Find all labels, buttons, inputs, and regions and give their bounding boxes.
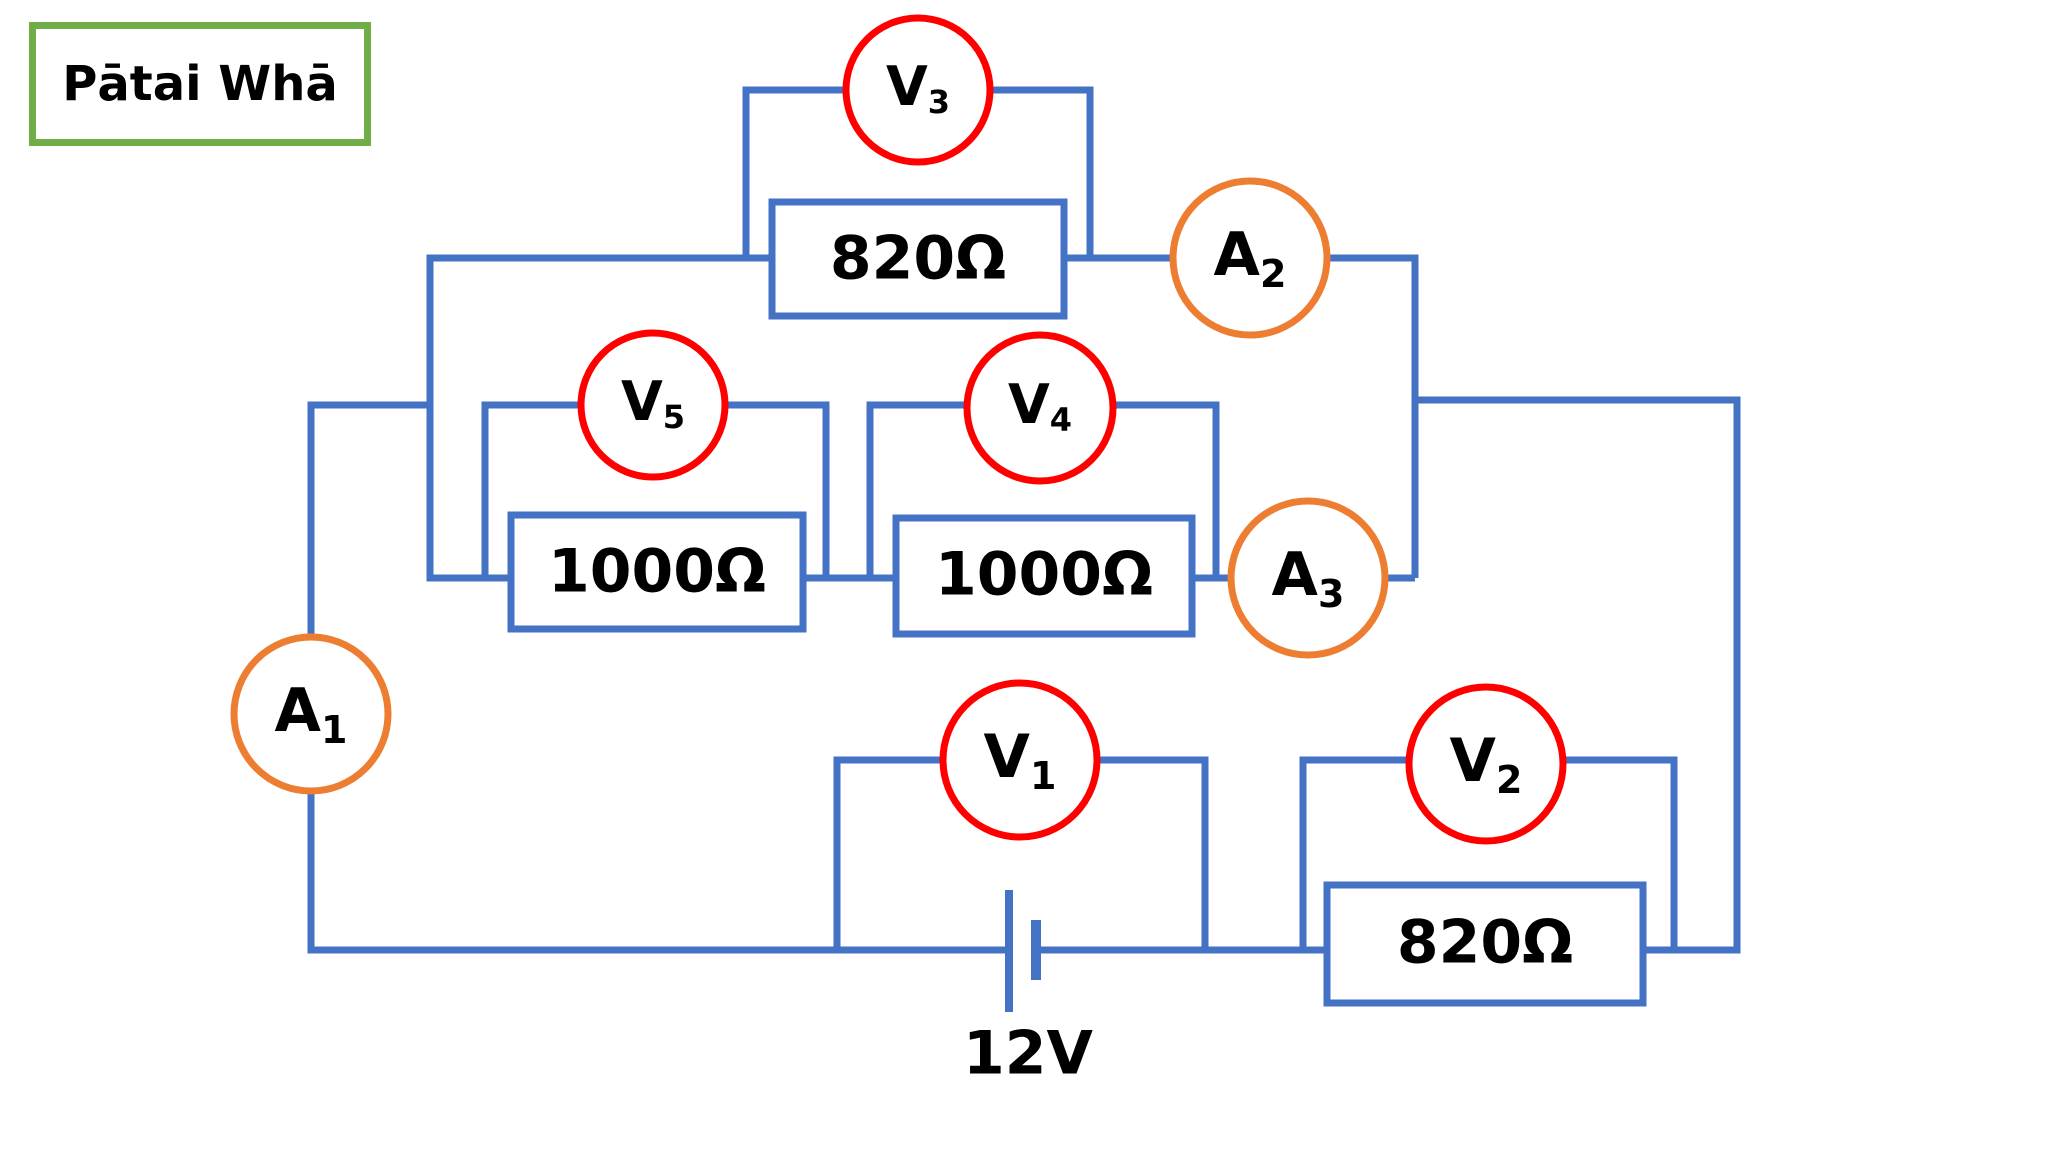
wire-v5-loop-right [726,401,830,578]
voltmeter-v3-label: V3 [886,55,950,121]
title-box: Pātai Whā [29,22,371,146]
ammeter-a2-sub: 2 [1260,252,1286,296]
voltmeter-v4-sub: 4 [1050,401,1072,439]
ammeter-a1: A1 [230,633,392,795]
resistor-mid-left-1000 [507,511,807,633]
voltmeter-v1: V1 [939,679,1101,841]
voltmeter-v3-letter: V [886,55,928,118]
battery-symbol [1005,890,1041,1012]
voltmeters: V3 V5 V4 V1 V2 [577,14,1567,845]
ammeter-a2-letter: A [1214,220,1261,290]
voltmeter-v1-sub: 1 [1030,754,1056,798]
ammeter-a1-letter: A [275,676,322,746]
wire-v1-loop [833,756,941,950]
resistor-mid-right-1000 [892,514,1196,638]
ammeter-a2: A2 [1169,177,1331,339]
ammeter-a2-label: A2 [1214,220,1287,296]
voltmeter-v2-letter: V [1450,726,1497,796]
voltmeter-v5: V5 [577,329,729,481]
ammeter-a3-letter: A [1272,540,1319,610]
ammeter-a3-label: A3 [1272,540,1345,616]
voltmeter-v2: V2 [1405,683,1567,845]
resistor-bottom-820 [1323,881,1647,1007]
ammeter-a2-circle [1169,177,1331,339]
voltmeter-v2-sub: 2 [1496,758,1522,802]
wire-left-upper [307,401,430,714]
resistor-mid-left-label: 1000Ω [548,537,766,607]
ammeter-a3-circle [1227,497,1389,659]
voltmeter-v2-label: V2 [1450,726,1523,802]
voltmeter-v5-circle [577,329,729,481]
voltmeter-v2-circle [1405,683,1567,845]
wire-branch-top-left [426,254,772,405]
resistor-top-820 [768,198,1068,320]
wires [307,86,1741,954]
ammeter-a3-sub: 3 [1318,572,1344,616]
resistor-bottom-label: 820Ω [1397,908,1573,978]
voltmeter-v5-letter: V [621,370,663,433]
voltmeter-v3-circle [842,14,994,166]
wire-v3-loop-right [991,86,1094,258]
voltmeter-v4-circle [963,331,1117,485]
ammeter-a1-label: A1 [275,676,348,752]
voltmeter-v1-circle [939,679,1101,841]
voltmeter-v4: V4 [963,331,1117,485]
resistor-mid-right-label: 1000Ω [935,540,1153,610]
wire-v4-loop [866,401,966,578]
voltmeter-v4-label: V4 [1008,373,1072,439]
wire-branch-bottom-left [426,405,511,582]
ammeter-a1-sub: 1 [321,708,347,752]
wire-v1-loop-right [1099,756,1209,950]
resistors [507,198,1647,1007]
wire-v3-loop [742,86,845,258]
voltmeter-v4-letter: V [1008,373,1050,436]
voltmeter-v1-letter: V [984,722,1031,792]
voltmeter-v1-label: V1 [984,722,1057,798]
wire-left-lower [307,790,1005,954]
voltmeter-v5-sub: 5 [663,398,685,436]
wire-v2-loop [1299,756,1407,950]
wire-v5-loop [481,401,580,578]
voltmeter-v3: V3 [842,14,994,166]
resistor-top-label: 820Ω [830,224,1006,294]
voltmeter-v5-label: V5 [621,370,685,436]
battery-label: 12V [963,1019,1093,1089]
voltmeter-v3-sub: 3 [928,83,950,121]
wire-right-side [1415,396,1741,954]
wire-v2-loop-right [1566,756,1678,950]
wire-v4-loop-right [1114,401,1220,578]
ammeters: A1 A2 A3 [230,177,1389,795]
wire-branch-top-right [1330,254,1419,578]
diagram-title: Pātai Whā [62,56,338,112]
ammeter-a1-circle [230,633,392,795]
ammeter-a3: A3 [1227,497,1389,659]
